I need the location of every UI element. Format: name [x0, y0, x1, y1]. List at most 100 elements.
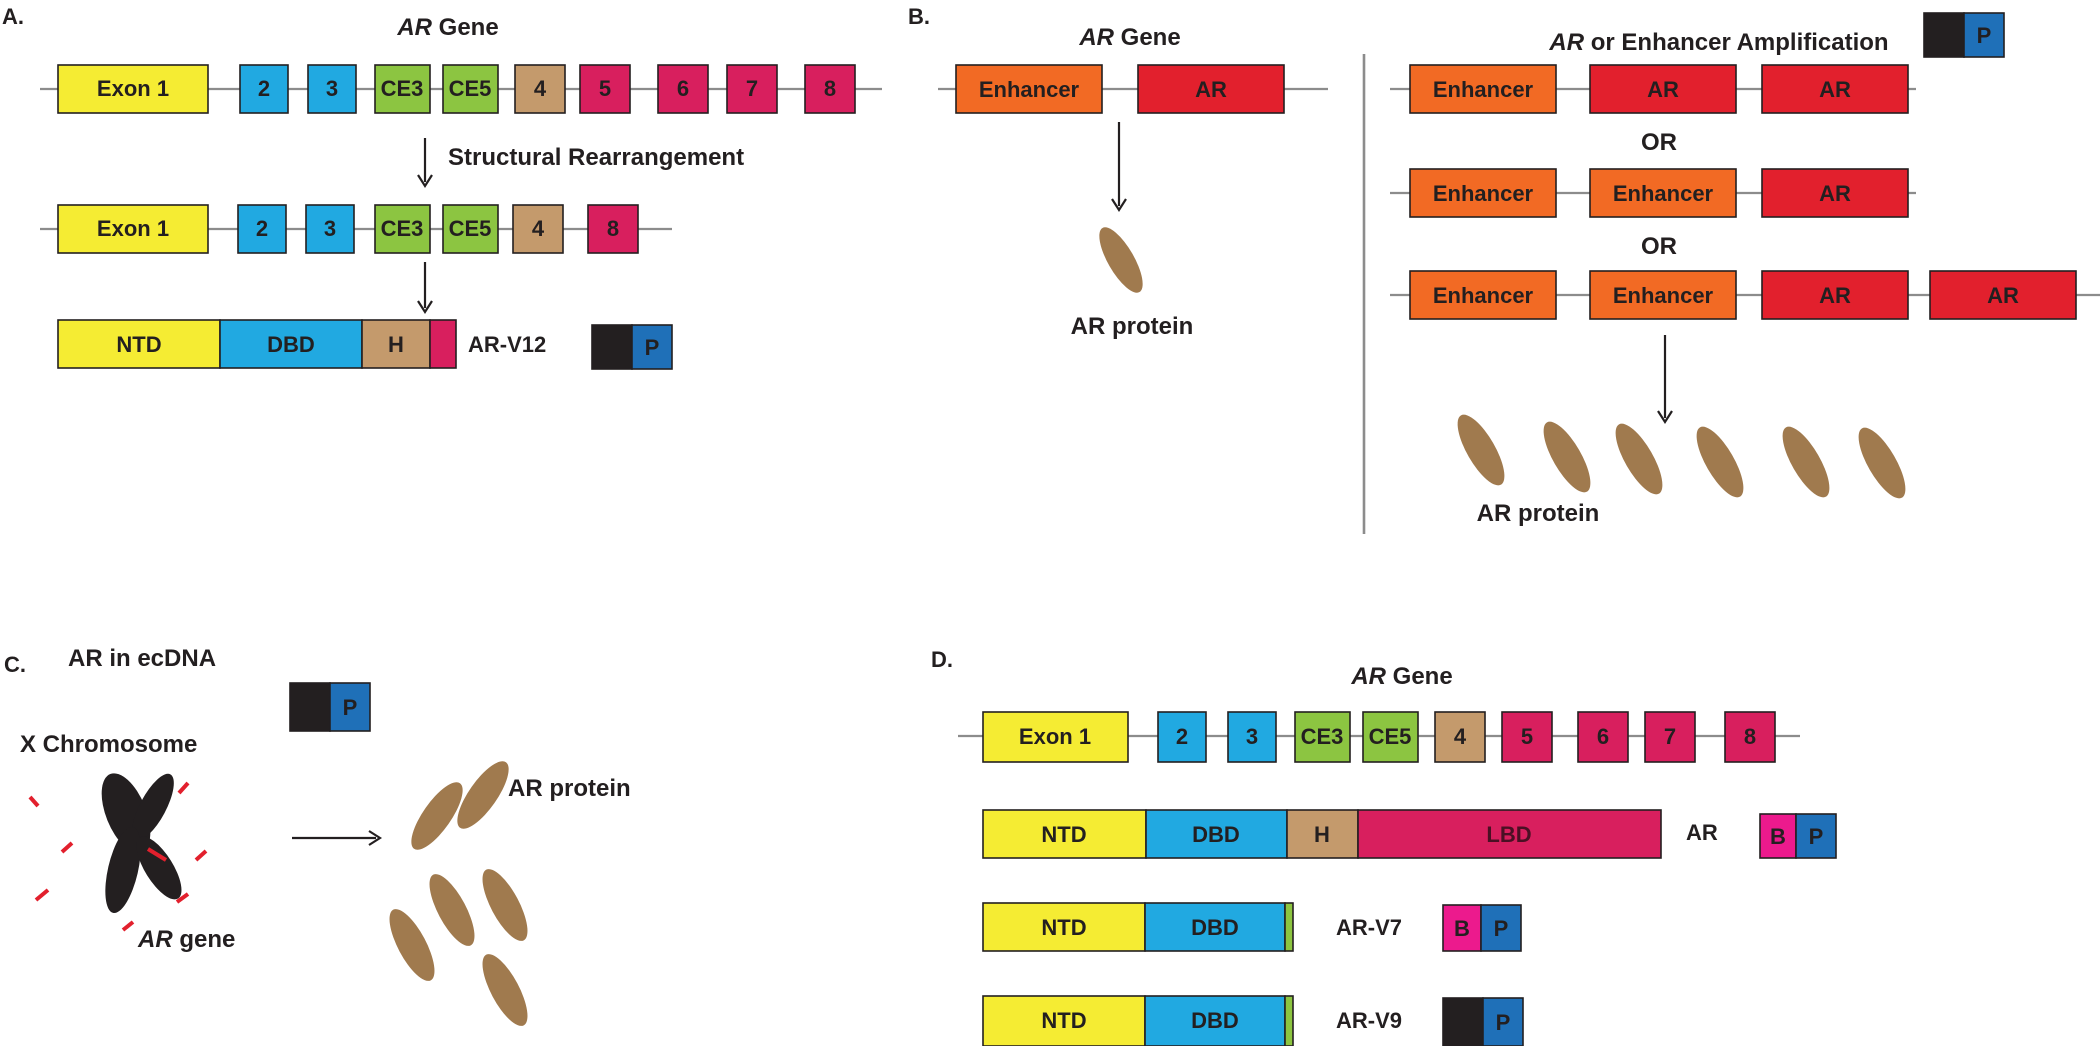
- isoform-ar-full-length: NTD DBD H LBD: [982, 809, 1662, 859]
- panel-c-protein-label: AR protein: [508, 775, 631, 802]
- rearranged-exon-ce3-label: CE3: [381, 216, 424, 241]
- badge-p-cell: [1482, 997, 1524, 1046]
- exon-7-box: [1644, 711, 1696, 763]
- panel-a-arrow-2: [417, 262, 433, 315]
- panel-b-amp-protein-label: AR protein: [1477, 500, 1600, 527]
- panel-c-letter: C.: [4, 652, 26, 677]
- amp-row-1-ar-label: AR: [1647, 77, 1679, 102]
- amp-row-1-ar-box: [1589, 64, 1737, 114]
- rearranged-exon-ce5-label: CE5: [449, 216, 492, 241]
- amp-row-3-enhancer-label: Enhancer: [1433, 283, 1534, 308]
- exon-ce3-box: [1294, 711, 1351, 763]
- exon-2-label: 2: [1176, 724, 1188, 749]
- exon-3-box: [1227, 711, 1277, 763]
- exon-7-box: [726, 64, 778, 114]
- panel-a-rearranged-exons: Exon 1 2 3 CE3 CE5 4 8: [57, 204, 639, 254]
- badge-p-label: P: [645, 335, 660, 360]
- panel-b-protein-label: AR protein: [1071, 313, 1194, 340]
- panel-b: B. AR Gene Enhancer AR AR protein AR or …: [908, 4, 2100, 534]
- panel-b-arrow-2: [1657, 335, 1673, 425]
- amp-row-3-enhancer-label-2: Enhancer: [1613, 283, 1714, 308]
- amp-row-2-enhancer-box-2: [1589, 168, 1737, 218]
- badge-dark-cell: [1442, 997, 1484, 1046]
- dbd-label: DBD: [1192, 822, 1240, 847]
- exon-ce3-label: CE3: [381, 76, 424, 101]
- amp-row-3-ar-box: [1761, 270, 1909, 320]
- exon-5-box: [579, 64, 631, 114]
- panel-d-letter: D.: [931, 647, 953, 672]
- ntd-label: NTD: [1041, 915, 1086, 940]
- isoform-ar-v9-badge: P: [1442, 997, 1524, 1046]
- panel-c-title: AR in ecDNA: [68, 645, 216, 672]
- panel-a-gene-exons: Exon 1 2 3 CE3 CE5 4 5 6 7 8: [57, 64, 856, 114]
- exon-2-box: [1157, 711, 1207, 763]
- panel-b-arrow-1: [1111, 122, 1127, 213]
- ntd-domain: [982, 902, 1146, 952]
- badge-dark-cell: [591, 324, 633, 370]
- badge-p-label: P: [1809, 824, 1824, 849]
- hinge-label: H: [388, 332, 404, 357]
- dbd-domain: [1144, 902, 1286, 952]
- exon-8-label: 8: [1744, 724, 1756, 749]
- ntd-domain: [57, 319, 221, 369]
- rearranged-exon-4-label: 4: [532, 216, 545, 241]
- exon-5-label: 5: [1521, 724, 1533, 749]
- ar-protein-ellipse: [1457, 414, 1505, 486]
- panel-a-arrow-1: [417, 138, 433, 189]
- exon-4-label: 4: [534, 76, 547, 101]
- dbd-domain: [1144, 995, 1286, 1046]
- ar-protein-ellipse: [482, 869, 528, 941]
- panel-a-letter: A.: [2, 4, 24, 29]
- exon-2-label: 2: [258, 76, 270, 101]
- cryptic-exon-tail: [1284, 995, 1294, 1046]
- ar-protein-ellipse: [1858, 427, 1906, 499]
- panel-b-badge: P: [1923, 12, 2005, 58]
- rearranged-exon-ce5-box: [442, 204, 499, 254]
- ar-protein-ellipse: [429, 874, 475, 946]
- exon-8-box: [1724, 711, 1776, 763]
- amp-row-1-enhancer-label: Enhancer: [1433, 77, 1534, 102]
- panel-d-gene-exons: Exon 1 2 3 CE3 CE5 4 5 6 7 8: [982, 711, 1776, 763]
- exon-6-label: 6: [677, 76, 689, 101]
- ar-protein-ellipse: [1782, 426, 1830, 498]
- amp-row-2-ar-label: AR: [1819, 181, 1851, 206]
- exon-5-label: 5: [599, 76, 611, 101]
- ar-v12-label: AR-V12: [468, 332, 546, 357]
- panel-d-title: AR Gene: [1350, 663, 1452, 690]
- exon-1-label: Exon 1: [1019, 724, 1091, 749]
- exon-1-label: Exon 1: [97, 76, 169, 101]
- ar-locus-mark: [146, 847, 168, 862]
- badge-dark-cell: [1923, 12, 1965, 58]
- exon-3-box: [307, 64, 357, 114]
- normal-ar-box: [1137, 64, 1285, 114]
- exon-4-label: 4: [1454, 724, 1467, 749]
- x-chromosome-icon: [101, 773, 182, 914]
- exon-1-box: [982, 711, 1129, 763]
- badge-b-label: B: [1454, 916, 1470, 941]
- badge-p-label: P: [343, 695, 358, 720]
- exon-ce5-label: CE5: [1369, 724, 1412, 749]
- ar-protein-ellipse: [1543, 421, 1591, 493]
- dbd-label: DBD: [267, 332, 315, 357]
- exon-2-box: [239, 64, 289, 114]
- dbd-domain: [219, 319, 363, 369]
- ar-protein-ellipse: [1696, 426, 1744, 498]
- amp-row-3-enhancer-box-2: [1589, 270, 1737, 320]
- isoform-ar-v7-badge: B P: [1442, 904, 1522, 952]
- exon-7-label: 7: [1664, 724, 1676, 749]
- amp-row-1-ar-box-2: [1761, 64, 1909, 114]
- normal-ar-label: AR: [1195, 77, 1227, 102]
- exon-6-box: [657, 64, 709, 114]
- ar-protein-ellipse: [482, 954, 528, 1026]
- isoform-ar-badge: B P: [1759, 813, 1837, 859]
- exon-6-label: 6: [1597, 724, 1609, 749]
- badge-b-cell: [1759, 813, 1797, 859]
- x-chromosome-label: X Chromosome: [20, 731, 197, 758]
- ntd-label: NTD: [116, 332, 161, 357]
- exon-ce5-box: [442, 64, 499, 114]
- panel-c-arrow: [292, 830, 383, 846]
- dbd-domain: [1145, 809, 1288, 859]
- ntd-domain: [982, 995, 1146, 1046]
- panel-c-badge: P: [289, 682, 371, 732]
